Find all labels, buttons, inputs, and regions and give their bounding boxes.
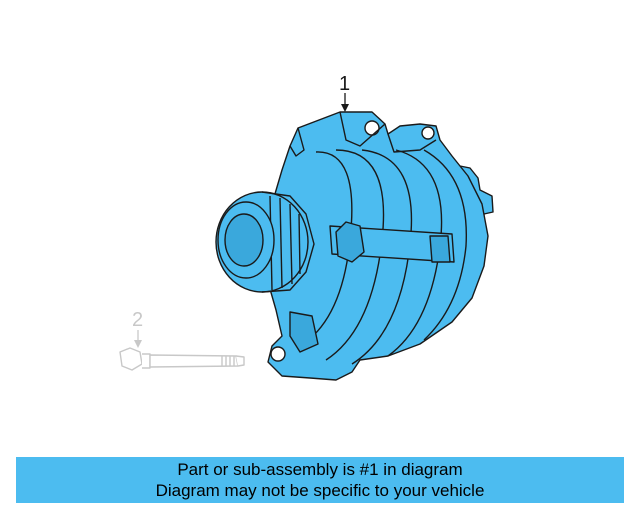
bolt-part[interactable]	[119, 347, 245, 371]
callout-1-number: 1	[339, 73, 350, 95]
lower-bracket	[289, 311, 319, 353]
pulley-grooves-outline	[261, 191, 315, 293]
callout-2[interactable]: 2	[132, 309, 143, 348]
band-notch-left	[335, 221, 365, 263]
banner-line-2: Diagram may not be specific to your vehi…	[155, 481, 485, 500]
bolt-flange	[142, 353, 151, 369]
callout-1[interactable]: 1	[339, 73, 350, 112]
parts-diagram: 1	[119, 73, 494, 381]
callout-2-number: 2	[132, 309, 143, 331]
mount-hole-top-right	[421, 126, 435, 140]
mount-hole-bottom	[270, 346, 286, 362]
pulley-hub	[224, 213, 264, 267]
bracket-detail-3	[387, 133, 437, 153]
bracket-detail-1	[289, 127, 305, 157]
info-banner: Part or sub-assembly is #1 in diagram Di…	[16, 457, 624, 503]
bolt-head	[119, 347, 143, 371]
alternator-part[interactable]	[215, 111, 494, 381]
pulley-groove-4	[298, 213, 301, 275]
callout-1-arrowhead	[341, 104, 349, 112]
housing-rib-5	[423, 149, 468, 341]
band-notch-right	[429, 235, 451, 263]
bolt-tip	[235, 355, 245, 367]
bolt-thread	[221, 356, 235, 366]
mount-hole-top-left	[364, 120, 380, 136]
bolt-shank	[149, 354, 239, 368]
pulley-groove-2	[279, 197, 283, 289]
pulley-groove-3	[289, 203, 293, 285]
bracket-detail-2	[339, 111, 386, 147]
banner-line-1: Part or sub-assembly is #1 in diagram	[177, 460, 463, 479]
callout-2-arrowhead	[134, 340, 142, 348]
